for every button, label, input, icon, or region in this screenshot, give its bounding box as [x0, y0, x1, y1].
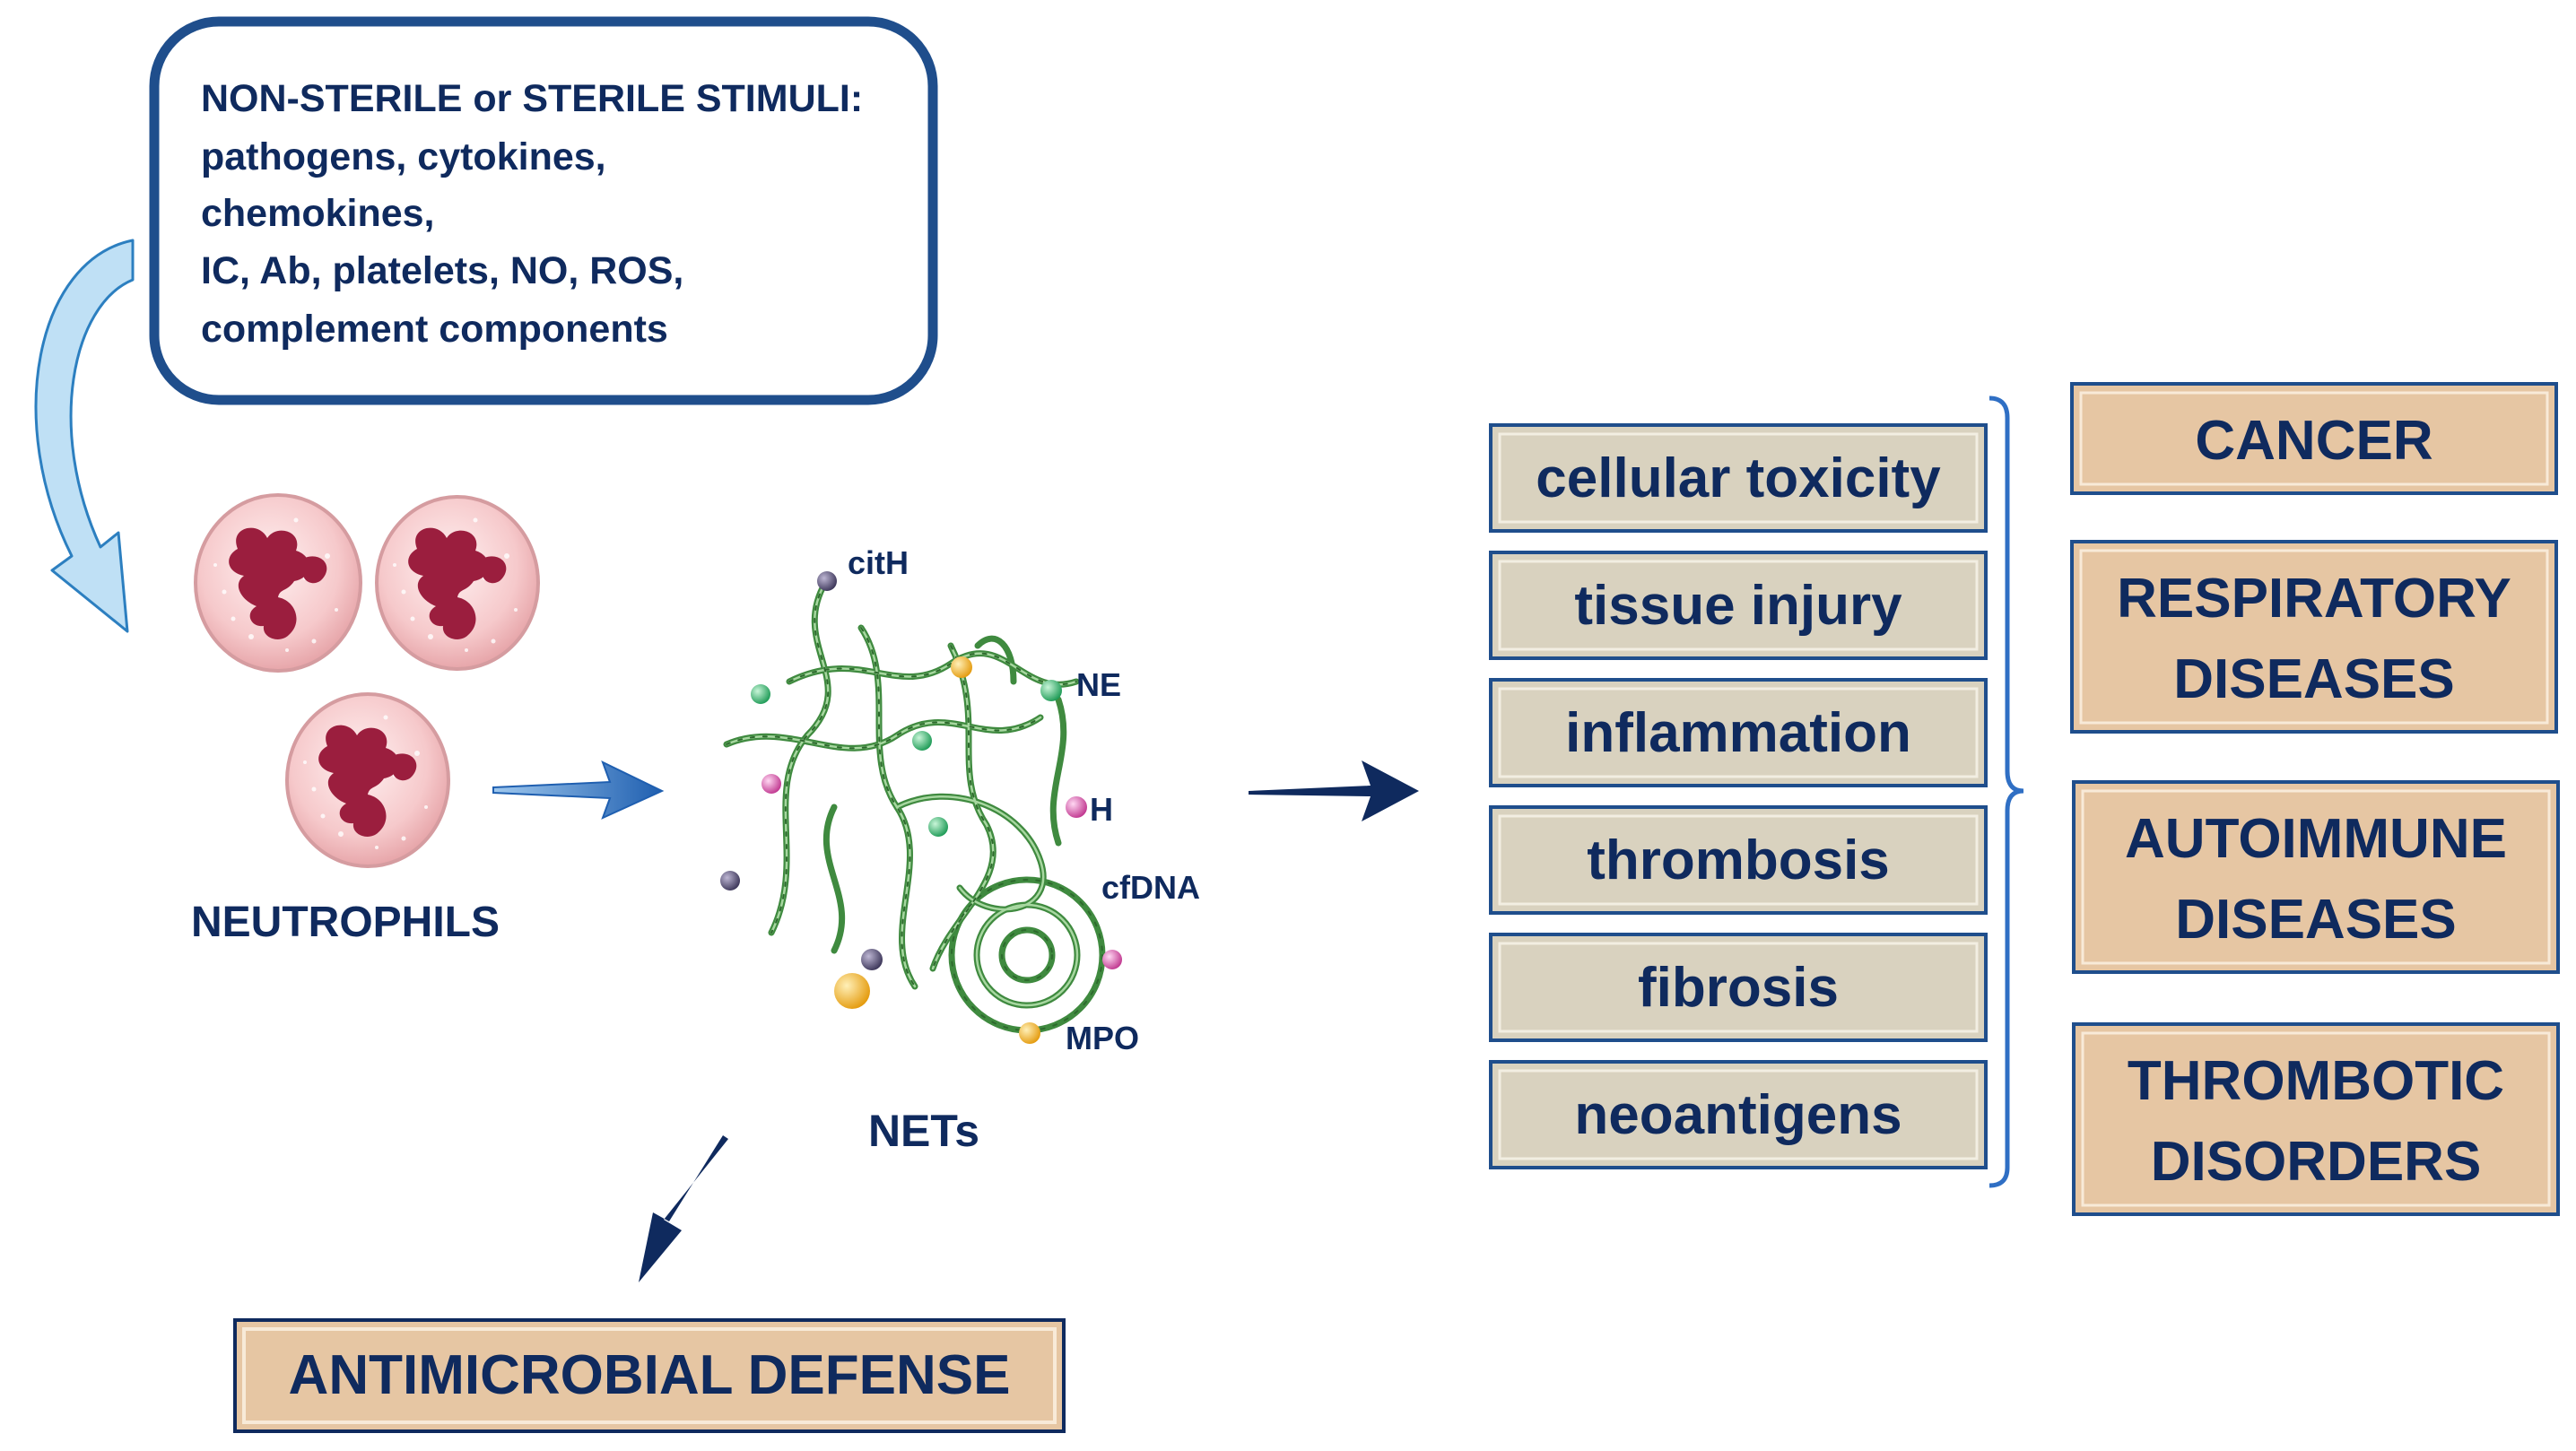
- effect-box: tissue injury: [1489, 551, 1988, 660]
- elastase-icon: [1040, 680, 1062, 701]
- arrow-right-icon: [1249, 760, 1419, 821]
- disease-label: RESPIRATORY: [2117, 568, 2511, 630]
- citrullinated-histone-icon: [861, 949, 883, 970]
- elastase-icon: [928, 817, 948, 837]
- neutrophil-cell-icon: [285, 692, 450, 868]
- disease-box: AUTOIMMUNE DISEASES: [2072, 780, 2560, 974]
- effect-box: fibrosis: [1489, 933, 1988, 1042]
- elastase-icon: [912, 731, 932, 751]
- net-label-mpo: MPO: [1066, 1020, 1139, 1056]
- histone-icon: [761, 774, 781, 794]
- arrow-down-left-icon: [639, 1135, 728, 1282]
- effect-label: neoantigens: [1574, 1084, 1902, 1146]
- histone-icon: [1066, 796, 1087, 818]
- nets-structure-icon: [723, 579, 1106, 1034]
- myeloperoxidase-icon: [951, 656, 972, 678]
- neutrophil-cell-icon: [375, 495, 540, 671]
- effect-label: thrombosis: [1587, 830, 1890, 891]
- effect-box: inflammation: [1489, 678, 1988, 787]
- bracket-icon: [1989, 395, 2024, 1188]
- diseases-list: CANCER RESPIRATORY DISEASES AUTOIMMUNE D…: [2070, 382, 2560, 1216]
- stimuli-line: IC, Ab, platelets, NO, ROS,: [201, 249, 683, 292]
- curved-arrow-icon: [34, 239, 135, 633]
- disease-label: DISORDERS: [2151, 1131, 2482, 1193]
- disease-box: RESPIRATORY DISEASES: [2070, 540, 2558, 734]
- net-label-cfdna: cfDNA: [1101, 869, 1200, 906]
- disease-label: DISEASES: [2175, 889, 2457, 951]
- effect-label: fibrosis: [1638, 957, 1839, 1019]
- stimuli-box: [149, 16, 938, 405]
- myeloperoxidase-icon: [834, 973, 870, 1009]
- stimuli-line: pathogens, cytokines,: [201, 135, 606, 178]
- effect-label: cellular toxicity: [1536, 447, 1941, 509]
- net-label-cith: citH: [848, 544, 909, 581]
- disease-label: THROMBOTIC: [2128, 1050, 2504, 1112]
- stimuli-line: chemokines,: [201, 192, 435, 235]
- myeloperoxidase-icon: [1019, 1022, 1040, 1044]
- disease-label: CANCER: [2195, 410, 2432, 472]
- antimicrobial-defense-box: [233, 1318, 1066, 1433]
- nets-label: NETs: [868, 1106, 979, 1156]
- disease-box: CANCER: [2070, 382, 2558, 495]
- effect-box: cellular toxicity: [1489, 423, 1988, 533]
- neutrophils-label: NEUTROPHILS: [191, 899, 500, 946]
- histone-icon: [1102, 950, 1122, 969]
- effect-box: thrombosis: [1489, 805, 1988, 915]
- effect-label: tissue injury: [1574, 575, 1902, 637]
- disease-label: DISEASES: [2173, 648, 2455, 710]
- effects-list: cellular toxicity tissue injury inflamma…: [1489, 423, 1988, 1169]
- elastase-icon: [751, 684, 770, 704]
- stimuli-line: NON-STERILE or STERILE STIMULI:: [201, 77, 863, 120]
- antimicrobial-defense-label: ANTIMICROBIAL DEFENSE: [289, 1344, 1011, 1406]
- effect-box: neoantigens: [1489, 1060, 1988, 1169]
- antimicrobial-defense-box-bevel: [242, 1327, 1057, 1424]
- neutrophil-cell-icon: [194, 493, 362, 673]
- stimuli-line: complement components: [201, 308, 668, 351]
- citrullinated-histone-icon: [720, 871, 740, 891]
- disease-label: AUTOIMMUNE: [2125, 808, 2507, 870]
- effect-label: inflammation: [1565, 702, 1911, 764]
- citrullinated-histone-icon: [817, 571, 837, 591]
- arrow-right-icon: [492, 760, 665, 820]
- net-label-ne: NE: [1076, 666, 1121, 703]
- disease-box: THROMBOTIC DISORDERS: [2072, 1022, 2560, 1216]
- net-label-h: H: [1090, 791, 1113, 828]
